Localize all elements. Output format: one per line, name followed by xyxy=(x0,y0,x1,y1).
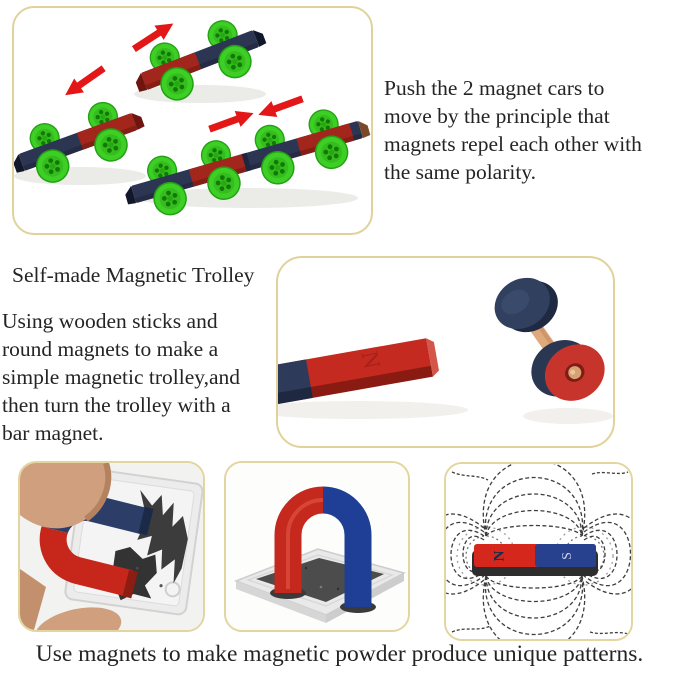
red-arrow-icon xyxy=(206,105,257,138)
body-line: then turn the trolley with a xyxy=(2,393,231,417)
round-magnet-disc xyxy=(494,277,558,333)
body-line: bar magnet. xyxy=(2,421,104,445)
caption-line: magnets repel each other with xyxy=(384,132,642,156)
field-pattern-photo: N S xyxy=(444,462,633,641)
magnet-cars-illustration xyxy=(14,8,371,220)
bar-magnet: N S xyxy=(472,544,598,576)
car-shadow xyxy=(134,85,266,103)
body-line: Using wooden sticks and xyxy=(2,309,218,333)
caption-line: move by the principle that xyxy=(384,104,610,128)
car-shadow xyxy=(138,188,358,208)
bottom-caption: Use magnets to make magnetic powder prod… xyxy=(35,641,644,667)
section-heading: Self-made Magnetic Trolley xyxy=(12,263,255,287)
horseshoe-stand-photo xyxy=(224,461,410,632)
north-pole-label: N xyxy=(491,550,507,561)
finger xyxy=(20,569,46,630)
trolley-photo: N xyxy=(276,256,615,448)
south-pole-label: S xyxy=(560,552,575,560)
section-body: Using wooden sticks and round magnets to… xyxy=(2,307,240,447)
trolley-shadow xyxy=(523,408,613,424)
horseshoe-hand-photo xyxy=(18,461,205,632)
body-line: round magnets to make a xyxy=(2,337,219,361)
body-line: simple magnetic trolley,and xyxy=(2,365,241,389)
bar-magnet: N xyxy=(278,338,439,410)
magnet-shadow xyxy=(278,401,468,419)
caption-line: the same polarity. xyxy=(384,160,537,184)
horseshoe-stand-illustration xyxy=(226,463,408,630)
magnet-trolley xyxy=(494,277,605,401)
round-magnet-disc xyxy=(531,340,605,401)
trolley-illustration: N xyxy=(278,277,613,424)
top-caption: Push the 2 magnet cars to move by the pr… xyxy=(384,74,642,186)
horseshoe-magnet xyxy=(270,486,376,613)
finger xyxy=(34,607,122,630)
thumb xyxy=(20,463,112,529)
joined-magnet-cars xyxy=(125,105,371,220)
north-pole-label: N xyxy=(356,349,385,371)
horseshoe-hand-illustration xyxy=(20,463,203,630)
red-arrow-icon xyxy=(60,61,109,103)
caption-line: Push the 2 magnet cars to xyxy=(384,76,605,100)
iron-filings-pattern: N S xyxy=(446,464,631,639)
magnet-cars-photo xyxy=(12,6,373,235)
car-shadow xyxy=(14,167,146,185)
